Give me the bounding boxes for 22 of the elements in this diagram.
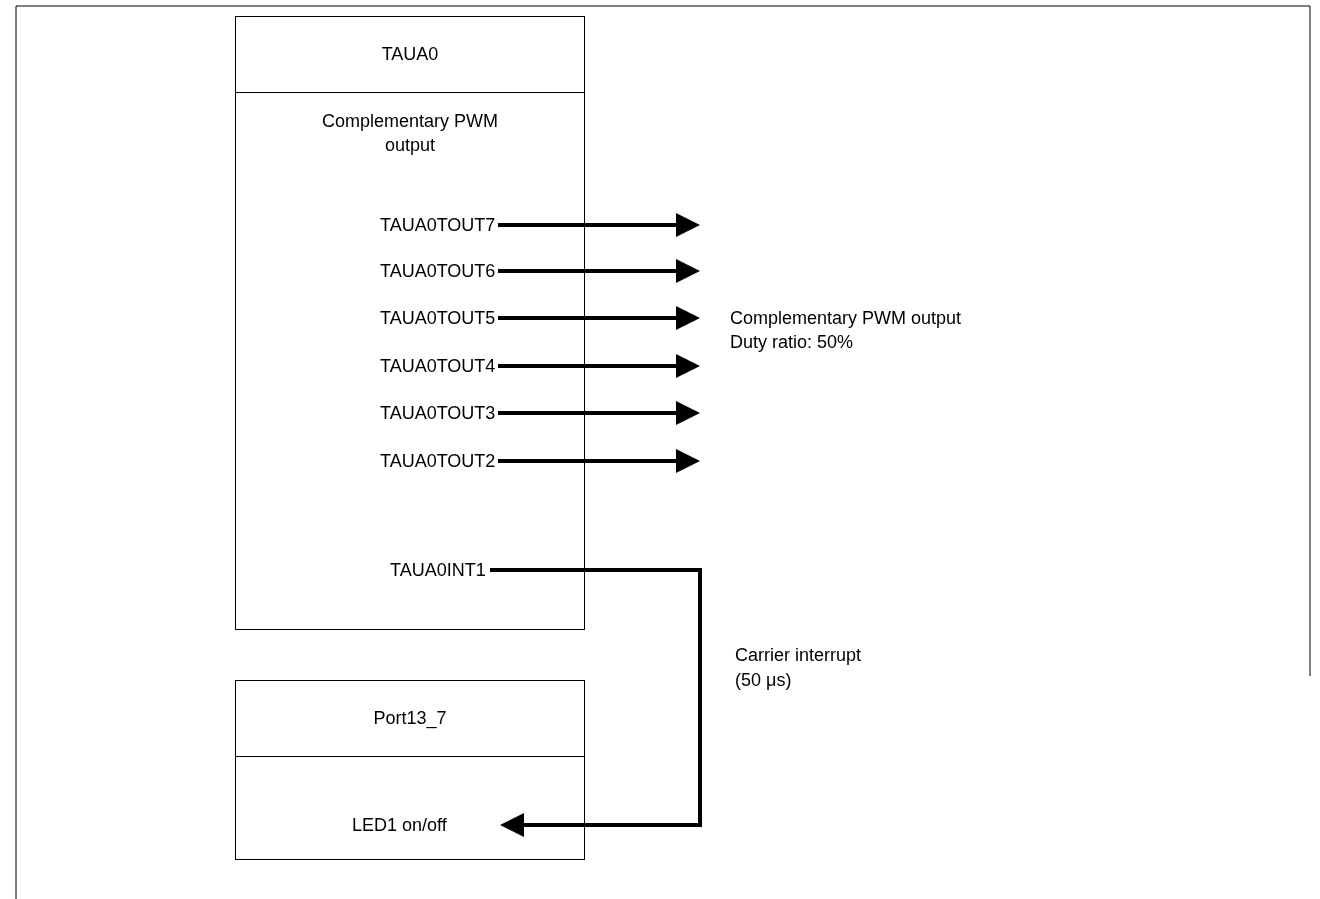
output-note: Duty ratio: 50% [730, 331, 855, 354]
signal-name: LED1 on/off [352, 811, 502, 839]
signal-name: TAUA0TOUT3 [380, 399, 498, 427]
arrow [498, 354, 700, 378]
arrow [498, 213, 700, 237]
signal-name: TAUA0TOUT5 [380, 304, 498, 332]
arrow [498, 259, 700, 283]
signal-name: TAUA0INT1 [390, 556, 490, 584]
signal-name: TAUA0TOUT6 [380, 257, 498, 285]
arrow [498, 449, 700, 473]
arrow [498, 401, 700, 425]
arrow [498, 306, 700, 330]
block-box [235, 680, 585, 860]
signal-name: TAUA0TOUT4 [380, 352, 498, 380]
block-header: TAUA0 [236, 17, 584, 93]
block-box [235, 16, 585, 630]
block-title: Complementary PWM output [320, 110, 499, 157]
signal-name: TAUA0TOUT2 [380, 447, 498, 475]
arrow [490, 568, 702, 837]
output-note: Complementary PWM output [730, 307, 962, 330]
block-header: Port13_7 [236, 681, 584, 757]
signal-name: TAUA0TOUT7 [380, 211, 498, 239]
